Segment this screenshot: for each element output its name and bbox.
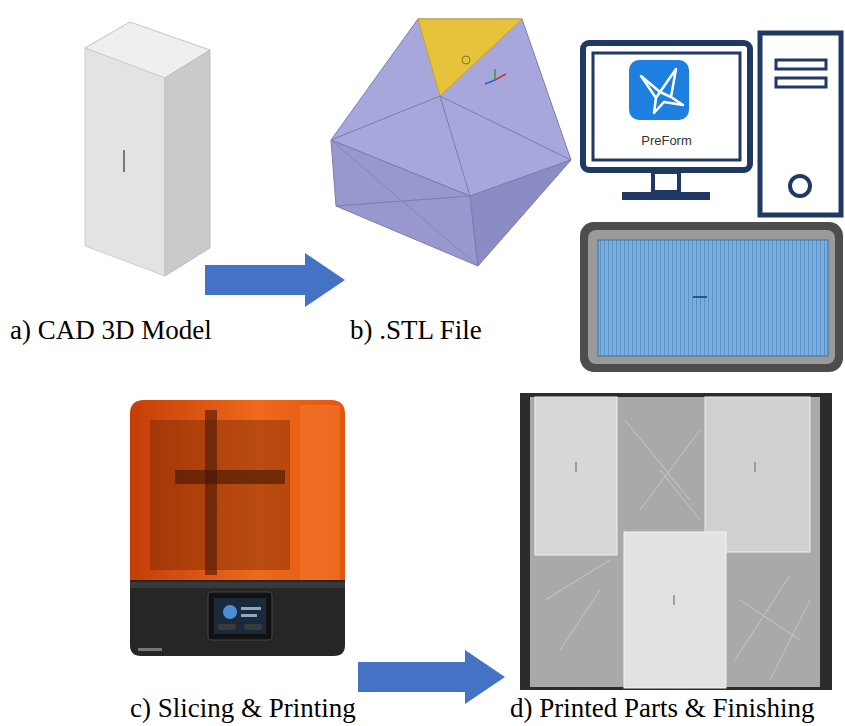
screen-icon	[223, 605, 237, 619]
process-stage: a) CAD 3D Model	[85, 10, 205, 310]
cad-model	[85, 22, 210, 276]
drive-slot	[776, 60, 826, 69]
slice-preview	[580, 222, 843, 372]
stage-caption: b) .STL File	[350, 315, 482, 346]
process-stage: c) Slicing & Printing	[130, 398, 358, 660]
printed-part	[624, 532, 726, 688]
block-side	[165, 50, 210, 276]
monitor-frame	[583, 43, 750, 170]
axis-y	[494, 69, 496, 80]
axis-z	[485, 80, 495, 84]
printer-rod	[205, 410, 217, 575]
sla-printer	[130, 400, 345, 656]
stage-caption: d) Printed Parts & Finishing	[510, 693, 815, 724]
printer-hood	[130, 400, 345, 585]
parts-photo	[520, 393, 832, 690]
computer-icon	[583, 33, 841, 215]
block-arrow	[205, 253, 345, 307]
power-button	[790, 176, 810, 196]
printed-part	[705, 397, 810, 552]
photo-ground	[520, 393, 832, 690]
printed-part	[535, 397, 617, 555]
block-arrow	[358, 650, 505, 704]
base-band	[130, 582, 345, 588]
monitor-base	[622, 192, 710, 200]
stage-caption: a) CAD 3D Model	[10, 315, 212, 346]
app-name: PreForm	[583, 133, 750, 148]
part-mark	[673, 595, 675, 605]
printer-screen	[208, 592, 272, 640]
part-mark	[575, 462, 577, 472]
hood-highlight	[300, 405, 340, 580]
block-front	[85, 48, 165, 276]
screen-button	[244, 624, 262, 630]
preform-logo	[629, 60, 689, 120]
build-platform	[175, 470, 285, 484]
screen-content	[214, 598, 266, 634]
tower-case	[760, 33, 841, 215]
preview-layers	[598, 240, 828, 356]
stage-caption: c) Slicing & Printing	[130, 693, 356, 724]
screen-line	[241, 607, 261, 610]
mesh-selected-face	[418, 19, 522, 96]
printer-interior	[150, 420, 290, 570]
part-mark	[754, 462, 756, 472]
mesh-pivot	[462, 56, 470, 64]
mesh-front-face	[331, 140, 478, 266]
monitor-neck	[653, 172, 679, 192]
process-stage: b) .STL File	[345, 10, 575, 310]
screen-button	[218, 624, 236, 630]
mesh-edge	[331, 96, 440, 140]
process-stage: d) Printed Parts & Finishing	[505, 393, 835, 690]
clear-plate	[530, 397, 820, 687]
logo-mark	[641, 69, 683, 113]
mesh-edge	[440, 96, 571, 160]
brand-mark	[138, 648, 162, 651]
drive-slot	[776, 78, 826, 87]
preview-mark	[693, 296, 707, 298]
preview-border	[588, 230, 835, 364]
preview-outline	[580, 222, 843, 372]
block-mark	[123, 150, 125, 172]
axis-x	[495, 74, 506, 80]
mesh-edge	[440, 96, 470, 196]
mesh-edge	[336, 196, 470, 206]
stl-mesh	[331, 19, 571, 266]
mesh-end-face	[470, 160, 571, 266]
printer-base	[130, 580, 345, 656]
screen-line	[241, 614, 257, 617]
mesh-edge	[331, 140, 478, 266]
